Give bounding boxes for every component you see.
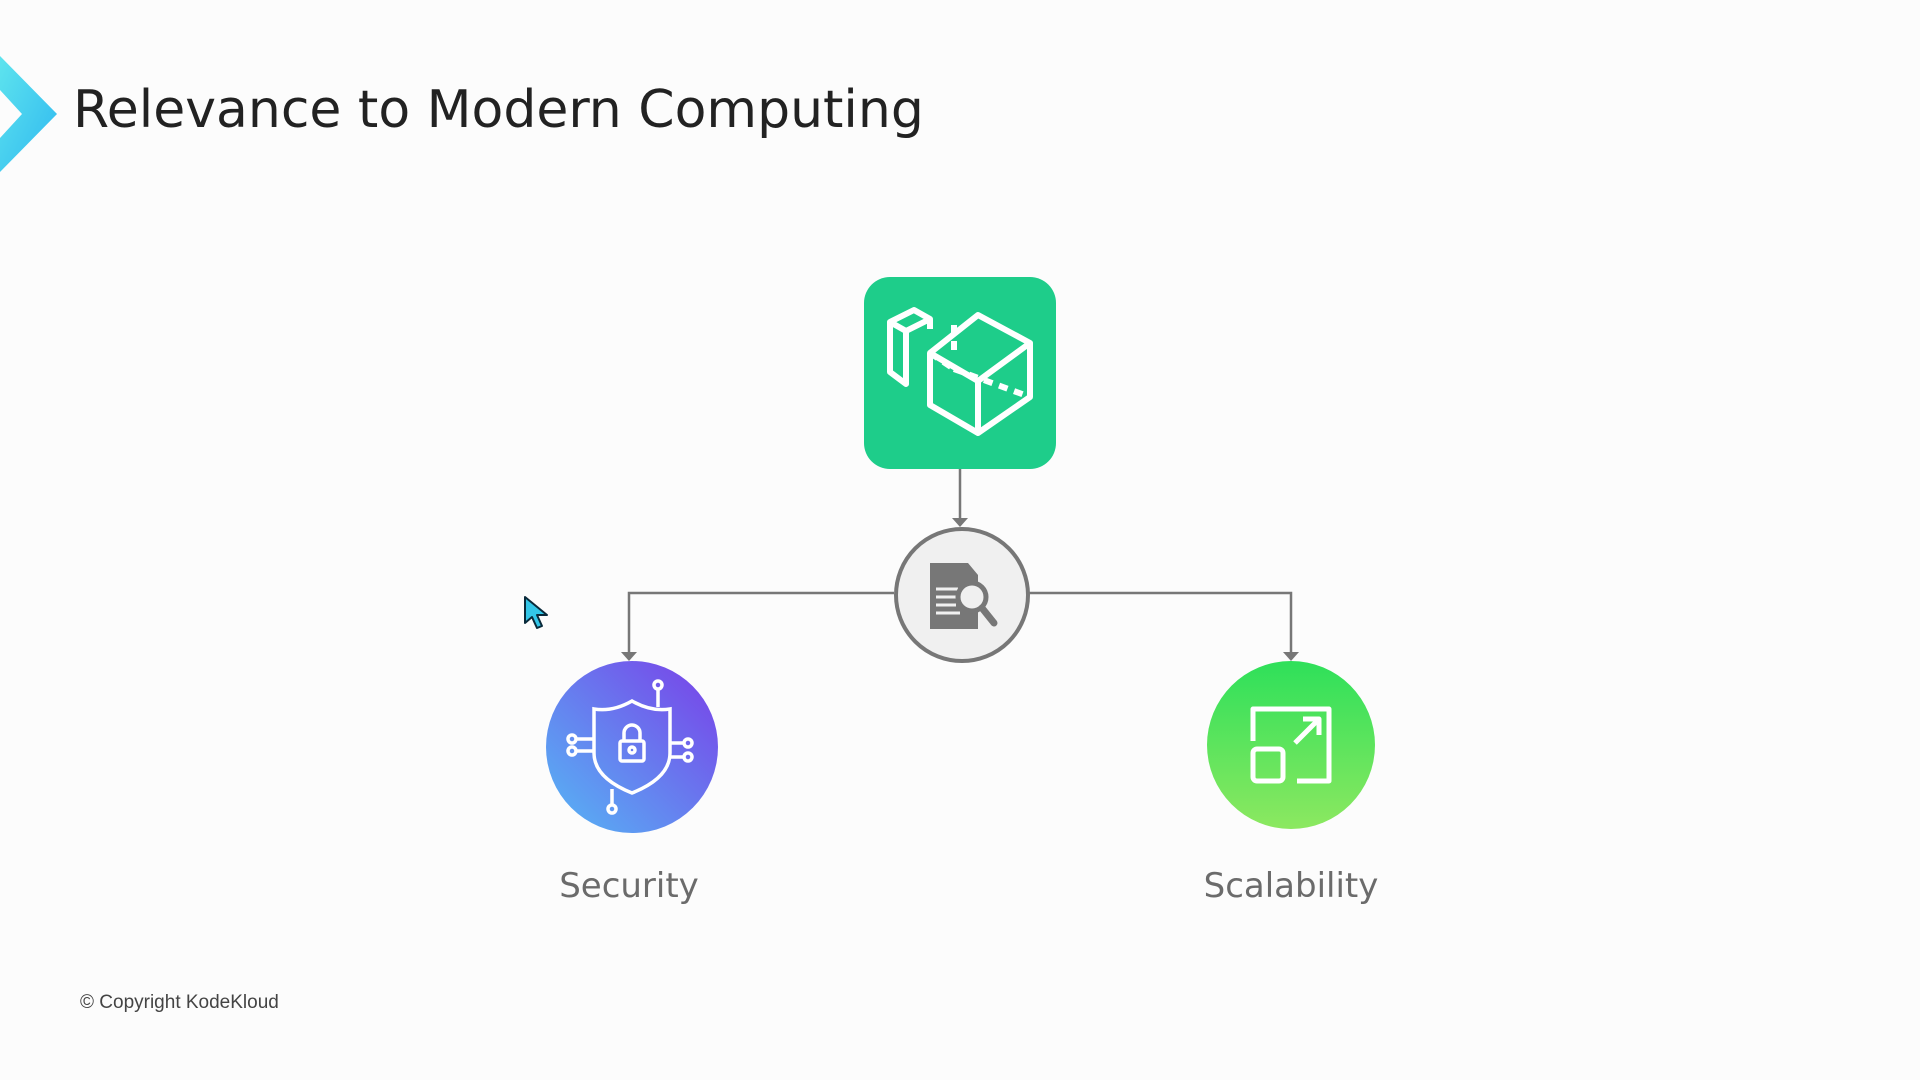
connector-scalability (1026, 591, 1293, 655)
chevron-logo-icon (0, 56, 57, 172)
security-node (546, 661, 718, 833)
cubes-icon (887, 307, 1033, 436)
arrow-head-security (621, 652, 637, 661)
connector-security (627, 591, 894, 655)
mouse-cursor-icon (524, 596, 548, 629)
arrow-head-center (952, 518, 968, 527)
scalability-label: Scalability (1203, 866, 1379, 906)
center-node (894, 527, 1030, 663)
top-node (864, 277, 1056, 469)
scalability-node (1207, 661, 1375, 829)
copyright-text: © Copyright KodeKloud (80, 992, 279, 1013)
document-search-icon (930, 563, 998, 629)
arrow-head-scalability (1283, 652, 1299, 661)
security-label: Security (559, 866, 699, 906)
expand-icon (1250, 706, 1332, 784)
page-title: Relevance to Modern Computing (73, 80, 924, 140)
shield-lock-icon (566, 679, 694, 815)
